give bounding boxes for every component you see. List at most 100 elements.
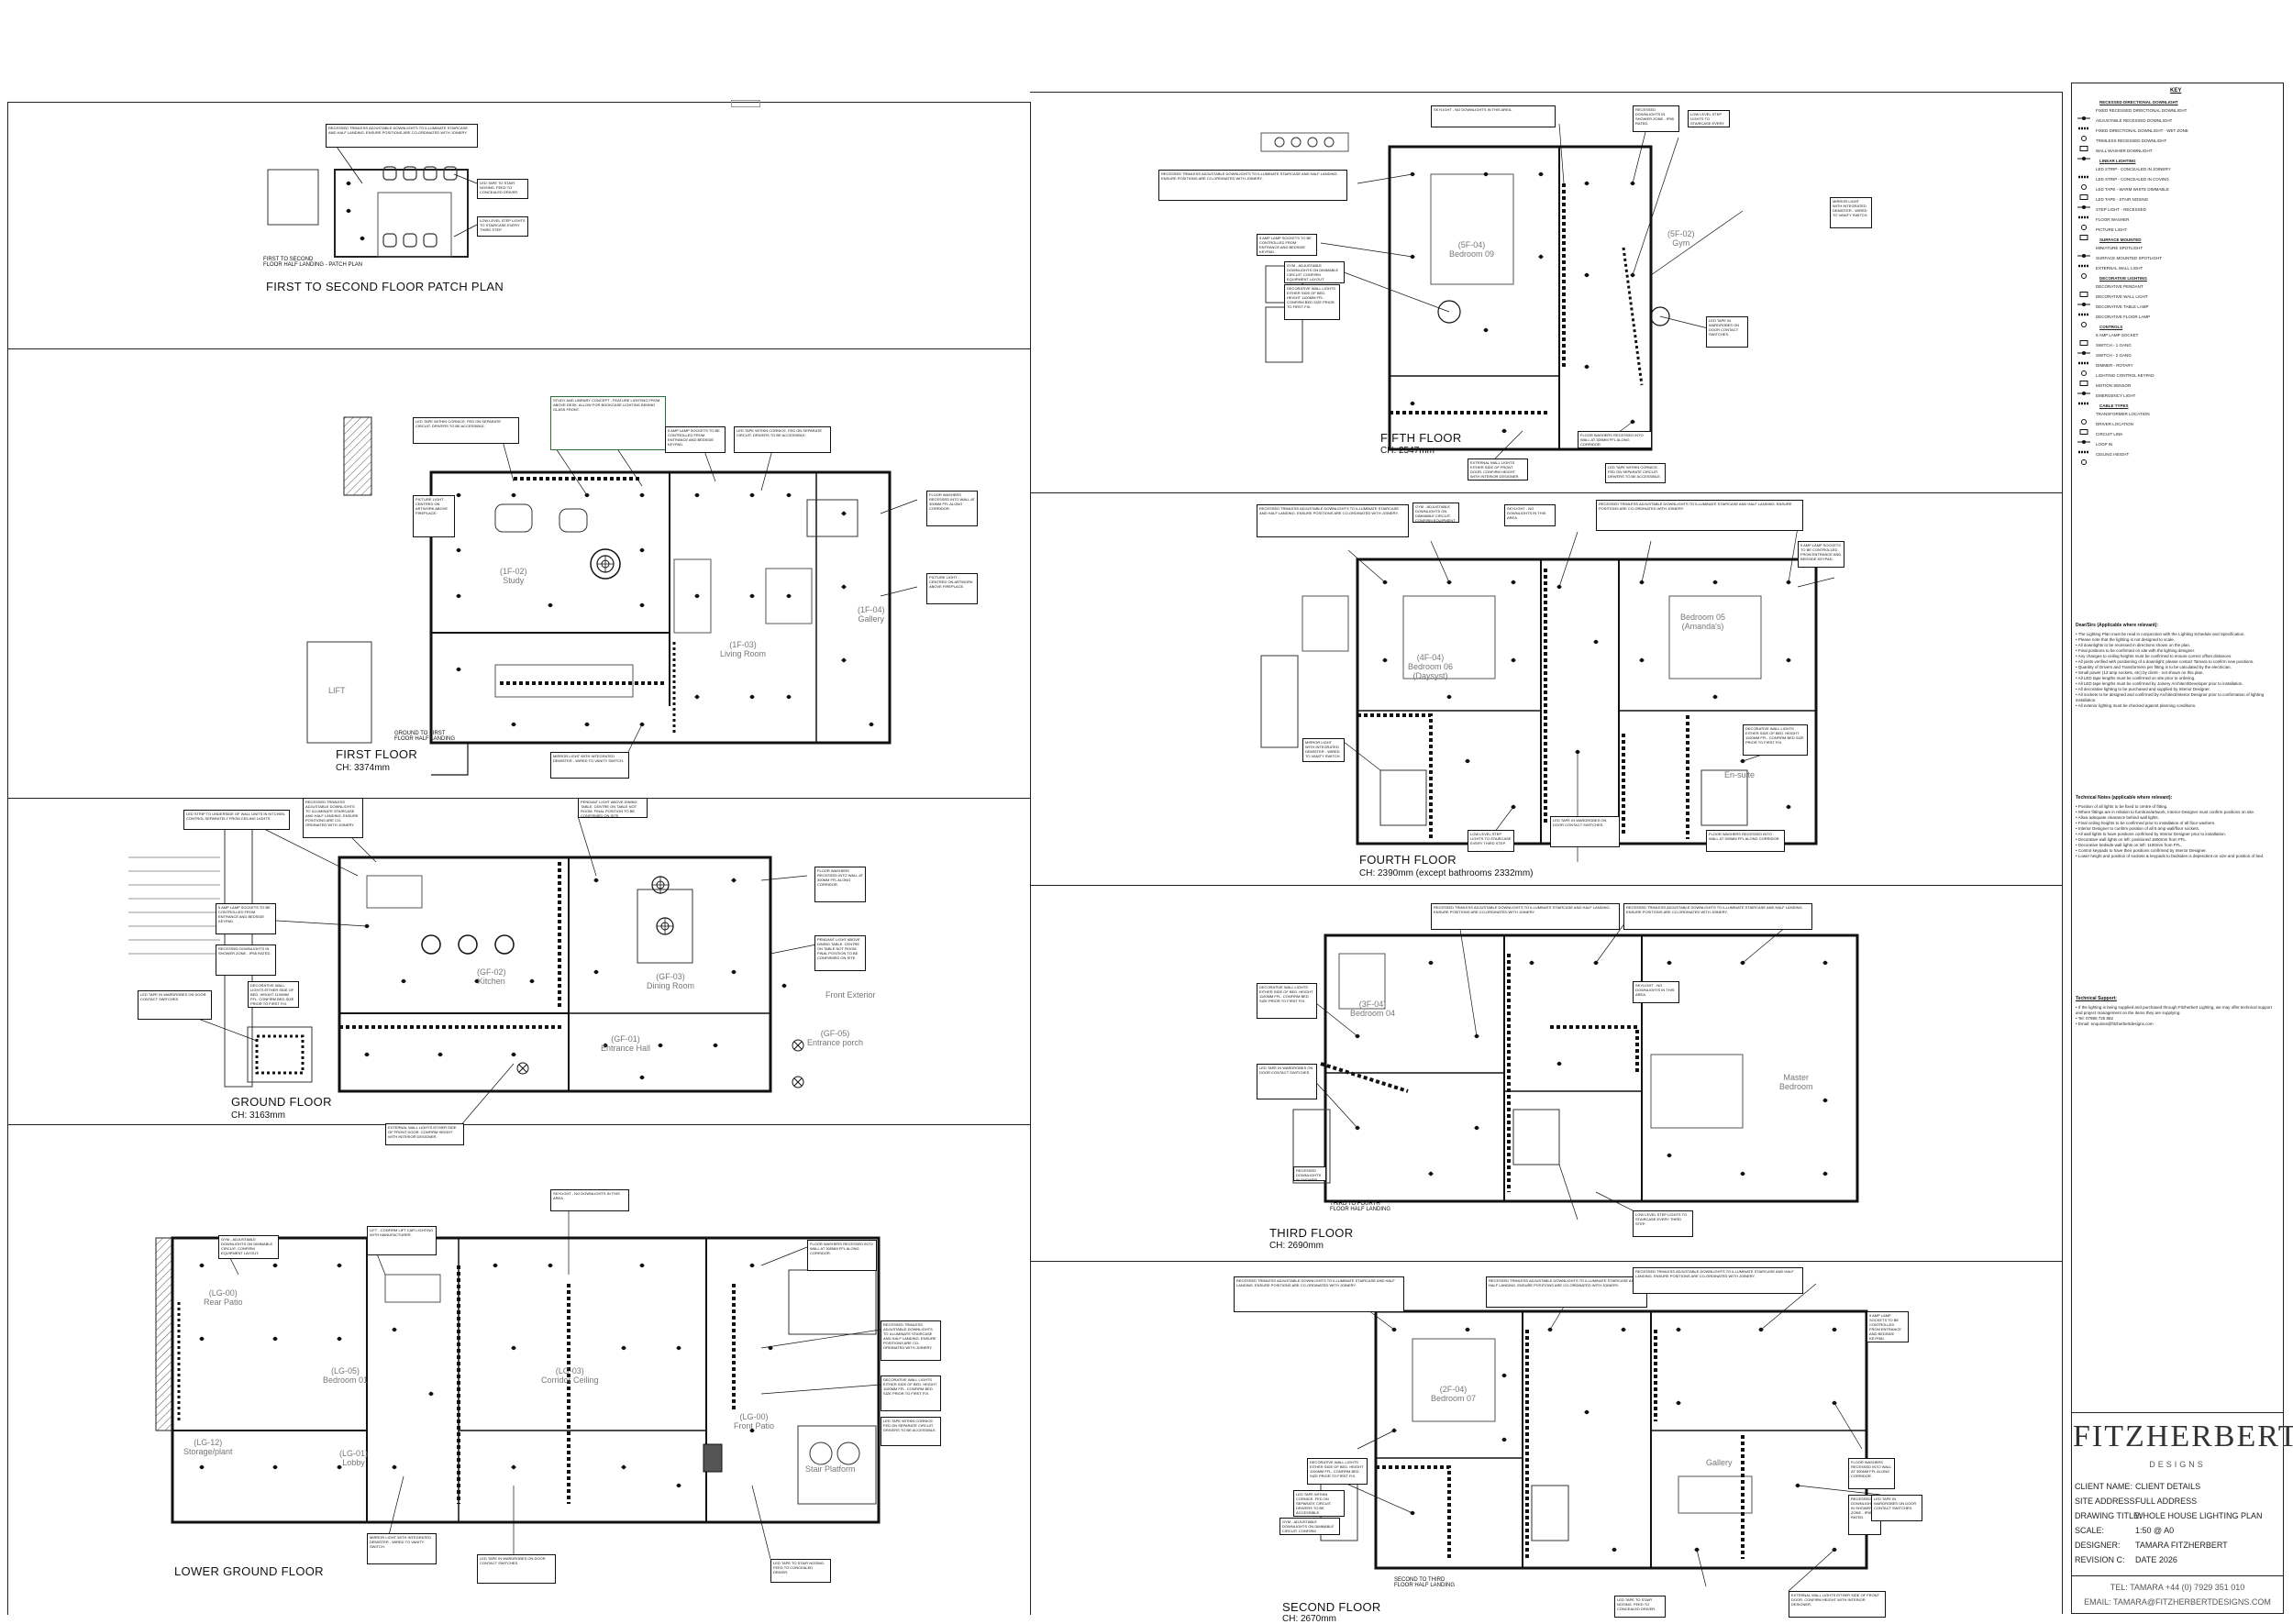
title-block-row: SITE ADDRESS:FULL ADDRESS	[2075, 1497, 2197, 1506]
note-line: • All LED tape lengths must be confirmed…	[2076, 676, 2196, 680]
legend-symbol-icon	[2077, 109, 2090, 120]
annotation-callout: RECESSED TRIMLESS ADJUSTABLE DOWNLIGHTS …	[326, 124, 478, 148]
title-block-value: 1:50 @ A0	[2135, 1526, 2175, 1535]
annotation-callout: DECORATIVE WALL LIGHTS EITHER SIDE OF BE…	[1257, 983, 1317, 1019]
room-label-stair-platform: Stair Platform	[805, 1464, 856, 1474]
annotation-callout: RECESSED TRIMLESS ADJUSTABLE DOWNLIGHTS …	[1486, 1276, 1647, 1308]
third-floor-landing-note: THIRD TO FOURTH FLOOR HALF LANDING	[1330, 1201, 1391, 1212]
legend-item-label: LED TAPE - STAIR NOSING	[2096, 197, 2149, 202]
annotation-callout: 5 AMP LAMP SOCKETS TO BE CONTROLLED FROM…	[665, 426, 726, 453]
legend-symbol-icon	[2077, 364, 2090, 376]
frame-divider-left	[1030, 102, 1031, 1615]
legend-item-label: CIRCUIT LINK	[2096, 432, 2123, 436]
annotation-callout: LED TAPE TO STAIR NOSING. FEED TO CONCEA…	[1614, 1596, 1666, 1618]
legend-symbol-icon	[2077, 394, 2090, 405]
annotation-callout: FLOOR WASHERS RECESSED INTO WALL AT 300M…	[1578, 431, 1652, 448]
legend-item-label: FLOOR WASHER	[2096, 217, 2130, 222]
annotation-callout: LED TAPE WITHIN CORNICE. FED ON SEPARATE…	[734, 426, 831, 453]
annotation-callout: 5 AMP LAMP SOCKETS TO BE CONTROLLED FROM…	[1867, 1311, 1909, 1342]
legend-symbol-icon	[2077, 334, 2090, 346]
annotation-callout: PICTURE LIGHT - CENTRED ON ARTWORK ABOVE…	[413, 495, 455, 537]
annotation-callout: LIFT - CONFIRM LIFT CAR LIGHTING WITH MA…	[367, 1226, 437, 1255]
note-line: • Position of all lights to be fixed to …	[2076, 804, 2168, 809]
legend-item-label: MOTION SENSOR	[2096, 383, 2132, 388]
general-notes-heading: Dear/Sirs (Applicable where relevant):	[2076, 623, 2159, 628]
room-label-front-patio: (LG-00) Front Patio	[734, 1412, 775, 1431]
annotation-callout: RECESSED TRIMLESS ADJUSTABLE DOWNLIGHTS …	[303, 798, 363, 838]
note-line: • If the lighting is being supplied and …	[2076, 1005, 2272, 1015]
annotation-callout: LED TAPE IN WARDROBES ON DOOR CONTACT SW…	[138, 990, 212, 1020]
room-label-storage: (LG-12) Storage/plant	[183, 1438, 233, 1456]
annotation-callout: FLOOR WASHERS RECESSED INTO WALL AT 300M…	[814, 867, 866, 902]
room-label-fifth-bedroom: (5F-04) Bedroom 09	[1449, 240, 1495, 259]
third-floor-title: THIRD FLOOR	[1269, 1226, 1354, 1240]
annotation-callout: FLOOR WASHERS RECESSED INTO WALL AT 300M…	[1848, 1458, 1895, 1489]
title-block-row: SCALE:1:50 @ A0	[2075, 1526, 2174, 1535]
title-block-key: REVISION C:	[2075, 1555, 2125, 1564]
patch-plan	[267, 137, 478, 258]
annotation-callout: LOW LEVEL STEP LIGHTS TO STAIRCASE EVERY…	[1468, 830, 1514, 852]
row-divider-left-2	[7, 798, 1030, 799]
annotation-callout: RECESSED TRIMLESS ADJUSTABLE DOWNLIGHTS …	[1431, 903, 1620, 930]
second-floor-plan	[1320, 1283, 1881, 1592]
legend-symbol-icon	[2077, 247, 2090, 258]
annotation-callout: LED TAPE IN WARDROBES ON DOOR CONTACT SW…	[1706, 316, 1748, 348]
legend-item-label: DECORATIVE TABLE LAMP	[2096, 304, 2149, 309]
annotation-callout: 5 AMP LAMP SOCKETS TO BE CONTROLLED FROM…	[1257, 234, 1317, 256]
title-block-value: FULL ADDRESS	[2135, 1497, 2198, 1506]
legend-section-title: DECORATIVE LIGHTING	[2099, 276, 2147, 281]
legend-item-label: SURFACE MOUNTED SPOTLIGHT	[2096, 256, 2163, 260]
room-label-rear-patio: (LG-00) Rear Patio	[204, 1288, 243, 1307]
annotation-callout: LOW LEVEL STEP LIGHTS TO STAIRCASE EVERY…	[1633, 1210, 1693, 1237]
annotation-callout: RECESSED TRIMLESS ADJUSTABLE DOWNLIGHTS …	[1596, 500, 1803, 531]
first-floor-plan	[306, 416, 918, 776]
note-line: • Any changes to ceiling heights must be…	[2076, 654, 2232, 658]
legend-item-label: DECORATIVE PENDANT	[2096, 284, 2143, 289]
annotation-callout: LED TAPE WITHIN CORNICE. FED ON SEPARATE…	[413, 417, 519, 444]
note-line: • Control keypads to have their position…	[2076, 848, 2207, 853]
scale-bar-marker	[731, 100, 760, 107]
patch-plan-landing-note: FIRST TO SECOND FLOOR HALF LANDING - PAT…	[263, 257, 363, 268]
title-block-value: CLIENT DETAILS	[2135, 1482, 2201, 1491]
fourth-floor-title: FOURTH FLOOR	[1359, 853, 1457, 867]
legend-item-label: CEILING HEIGHT	[2096, 452, 2130, 457]
legend-item-label: DECORATIVE FLOOR LAMP	[2096, 315, 2151, 319]
title-block-divider	[2071, 1412, 2284, 1413]
legend-item-label: 5 AMP LAMP SOCKET	[2096, 333, 2139, 337]
title-block-divider-bottom	[2071, 1575, 2284, 1576]
room-label-dining-room: (GF-03) Dining Room	[647, 972, 695, 990]
row-divider-right-2	[1030, 885, 2062, 886]
legend-symbol-icon	[2077, 149, 2090, 160]
annotation-callout: EXTERNAL WALL LIGHTS EITHER SIDE OF FRON…	[1468, 458, 1528, 481]
title-block-value: WHOLE HOUSE LIGHTING PLAN	[2135, 1511, 2263, 1520]
annotation-callout: PENDANT LIGHT ABOVE DINING TABLE. CENTRE…	[814, 935, 866, 971]
first-floor-ceiling-height: CH: 3374mm	[336, 763, 390, 773]
title-block-value: DATE 2026	[2135, 1555, 2177, 1564]
legend-section-title: CABLE TYPES	[2099, 403, 2129, 408]
title-block-key: DESIGNER:	[2075, 1541, 2121, 1550]
room-label-fourth-bedroom-right: Bedroom 05 (Amanda's)	[1680, 613, 1726, 631]
technical-support: • If the lighting is being supplied and …	[2076, 1005, 2277, 1027]
annotation-callout: RECESSED DOWNLIGHTS IN SHOWER ZONE - IP6…	[216, 945, 276, 976]
legend-symbol-icon	[2077, 374, 2090, 386]
room-label-lg-bedroom: (LG-05) Bedroom 01	[323, 1366, 369, 1385]
legend-item-label: FIXED DIRECTIONAL DOWNLIGHT - WET ZONE	[2096, 128, 2188, 133]
annotation-callout: FLOOR WASHERS RECESSED INTO WALL AT 300M…	[807, 1240, 877, 1271]
ground-floor-title: GROUND FLOOR	[231, 1095, 332, 1109]
room-label-fourth-ensuite: En-suite	[1724, 770, 1756, 779]
note-line: • Small power (13 amp sockets, etc) by c…	[2076, 670, 2204, 675]
note-line: • Final ceiling heights to be confirmed …	[2076, 821, 2216, 825]
legend-item-label: TRIMLESS RECESSED DOWNLIGHT	[2096, 138, 2167, 143]
title-block-row: DRAWING TITLE:WHOLE HOUSE LIGHTING PLAN	[2075, 1511, 2263, 1520]
title-block-row: REVISION C: DATE 2026	[2075, 1555, 2177, 1564]
legend-symbol-icon	[2077, 315, 2090, 327]
legend-symbol-icon	[2077, 433, 2090, 444]
legend-symbol-icon	[2077, 305, 2090, 316]
annotation-callout: SKYLIGHT - NO DOWNLIGHTS IN THIS AREA.	[1633, 981, 1679, 1003]
legend-item-label: STEP LIGHT - RECESSED	[2096, 207, 2146, 212]
fifth-floor-plan	[1260, 109, 1744, 459]
note-line: • Email: enquiries@fitzherbertdesigns.co…	[2076, 1022, 2154, 1026]
first-floor-title: FIRST FLOOR	[336, 747, 418, 761]
note-line: • All LED tape lengths must be confirmed…	[2076, 681, 2243, 686]
